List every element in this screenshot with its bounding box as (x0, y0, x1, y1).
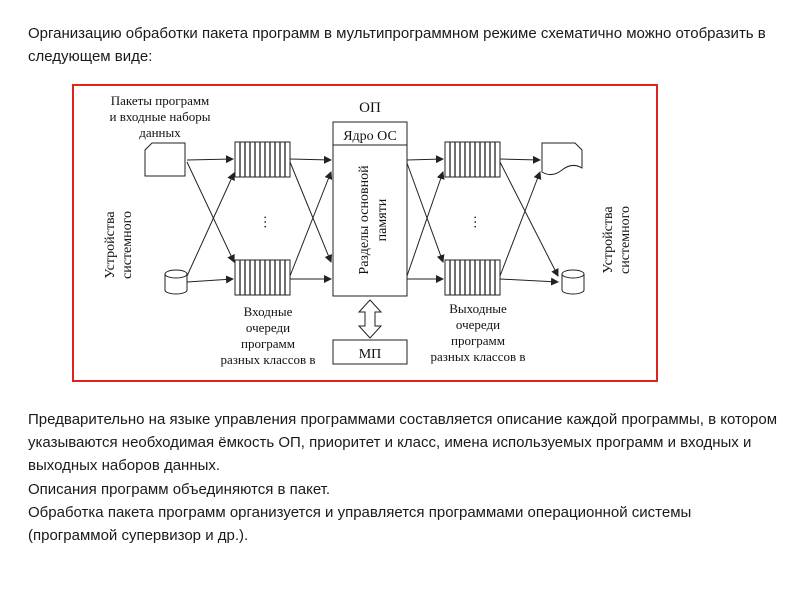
output-queue-bottom (444, 259, 501, 296)
input-ellipsis: … (255, 215, 270, 229)
output-queues-label-3: программ (451, 333, 505, 348)
input-queue-top (234, 141, 291, 178)
intro-paragraph: Организацию обработки пакета программ в … (28, 25, 766, 65)
partitions-label-1: Разделы основной (357, 165, 372, 275)
input-queues-label-1: Входные (244, 304, 293, 319)
mp-label: МП (359, 347, 382, 362)
package-paragraph: Описания программ объединяются в пакет. (28, 481, 331, 498)
right-device-label-2: системного (618, 206, 633, 274)
right-device-label-1: Устройства (601, 206, 616, 274)
output-document-icon (541, 142, 583, 176)
processing-paragraph: Обработка пакета программ организуется и… (28, 504, 692, 544)
output-queues-label-2: очереди (456, 317, 500, 332)
op-mp-double-arrow (357, 299, 383, 339)
description-paragraph: Предварительно на языке управления прогр… (28, 411, 778, 474)
packages-label-3: данных (139, 125, 181, 140)
input-queue-bottom (234, 259, 291, 296)
left-disk-icon (164, 269, 188, 295)
output-ellipsis: … (465, 215, 480, 229)
packages-label-2: и входные наборы (110, 109, 211, 124)
packages-label-1: Пакеты программ (111, 93, 210, 108)
input-queues-label-4: разных классов в (221, 352, 316, 367)
op-label: ОП (359, 100, 381, 116)
op-box (332, 121, 408, 297)
partitions-label-2: памяти (375, 198, 390, 241)
output-queue-top (444, 141, 501, 178)
input-queues-label-2: очереди (246, 320, 290, 335)
output-queues-label-1: Выходные (449, 301, 507, 316)
left-device-label-2: системного (120, 211, 135, 279)
input-document-icon (144, 142, 186, 177)
kernel-label: Ядро ОС (343, 129, 397, 144)
right-disk-icon (561, 269, 585, 295)
output-queues-label-4: разных классов в (431, 349, 526, 364)
left-device-label-1: Устройства (103, 211, 118, 279)
mp-box (332, 339, 408, 365)
input-queues-label-3: программ (241, 336, 295, 351)
